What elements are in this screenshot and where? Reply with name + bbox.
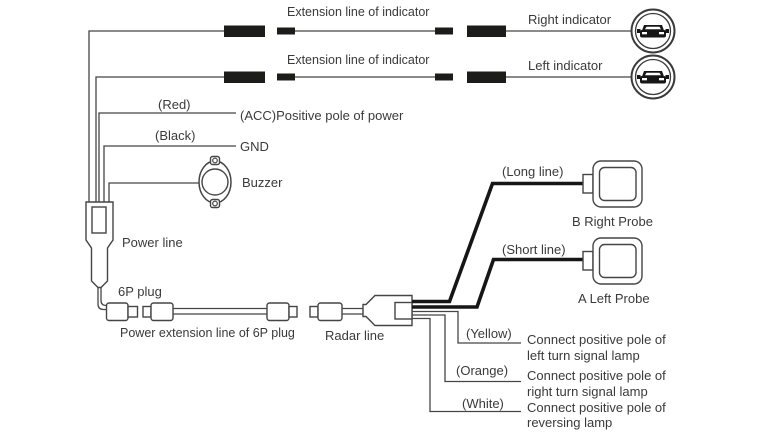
long-line-label: (Long line) — [502, 164, 563, 179]
connector-block — [224, 71, 265, 83]
a-left-probe-icon — [582, 237, 643, 285]
power-line-unit — [85, 201, 114, 311]
a-left-probe-label: A Left Probe — [578, 291, 650, 306]
b-right-probe-icon — [582, 160, 643, 208]
orange-wire-label: (Orange) — [456, 363, 508, 378]
orange-wire — [412, 314, 521, 383]
power-extension-label: Power extension line of 6P plug — [120, 326, 295, 340]
radar-line-unit — [309, 294, 413, 327]
power-unit-window — [91, 206, 107, 234]
yellow-desc-line2: left turn signal lamp — [527, 348, 640, 363]
orange-desc-line2: right turn signal lamp — [527, 384, 648, 399]
buzzer-icon — [198, 155, 232, 209]
connector-block — [277, 73, 295, 81]
wire-red-acc — [98, 112, 236, 202]
white-wire — [412, 317, 521, 413]
wire-buzzer — [108, 182, 199, 202]
right-indicator-label: Right indicator — [528, 12, 612, 27]
radar-line-label: Radar line — [325, 328, 384, 343]
connector-block — [467, 25, 506, 37]
long-line-cable — [412, 181, 583, 304]
left-indicator-label: Left indicator — [528, 58, 603, 73]
short-line-cable — [412, 257, 583, 309]
wire-to-left-indicator — [95, 76, 224, 202]
power-line-label: Power line — [122, 235, 183, 250]
wire-black-gnd — [103, 145, 236, 202]
extension-line-label-1: Extension line of indicator — [287, 5, 429, 19]
wire-to-right-indicator — [88, 30, 224, 202]
extension-line-label-2: Extension line of indicator — [287, 53, 429, 67]
acc-label: (ACC)Positive pole of power — [240, 108, 404, 123]
connector-block — [435, 73, 453, 81]
left-indicator-icon — [630, 54, 676, 100]
white-desc-line2: reversing lamp — [527, 415, 612, 430]
white-desc-line1: Connect positive pole of — [527, 400, 666, 415]
power-extension-cable — [142, 302, 298, 322]
connector-block — [467, 71, 506, 83]
yellow-desc-line1: Connect positive pole of — [527, 332, 666, 347]
yellow-wire — [412, 310, 521, 344]
connector-block — [224, 25, 265, 37]
orange-desc-line1: Connect positive pole of — [527, 368, 666, 383]
gnd-label: GND — [240, 139, 269, 154]
buzzer-label: Buzzer — [242, 175, 283, 190]
white-wire-label: (White) — [462, 396, 504, 411]
left-indicator-row: Extension line of indicator Left indicat… — [224, 53, 676, 100]
power-harness-wires — [88, 30, 236, 202]
short-line-label: (Short line) — [502, 242, 566, 257]
red-wire-label: (Red) — [158, 97, 191, 112]
right-indicator-icon — [630, 8, 676, 54]
radar-head-socket — [394, 301, 413, 320]
six-p-plug-label: 6P plug — [118, 284, 162, 299]
connector-block — [277, 27, 295, 35]
b-right-probe-label: B Right Probe — [572, 214, 653, 229]
black-wire-label: (Black) — [155, 128, 195, 143]
right-indicator-row: Extension line of indicator Right indica… — [224, 5, 676, 54]
connector-block — [435, 27, 453, 35]
six-p-plug-connector — [105, 302, 139, 322]
yellow-wire-label: (Yellow) — [466, 326, 512, 341]
